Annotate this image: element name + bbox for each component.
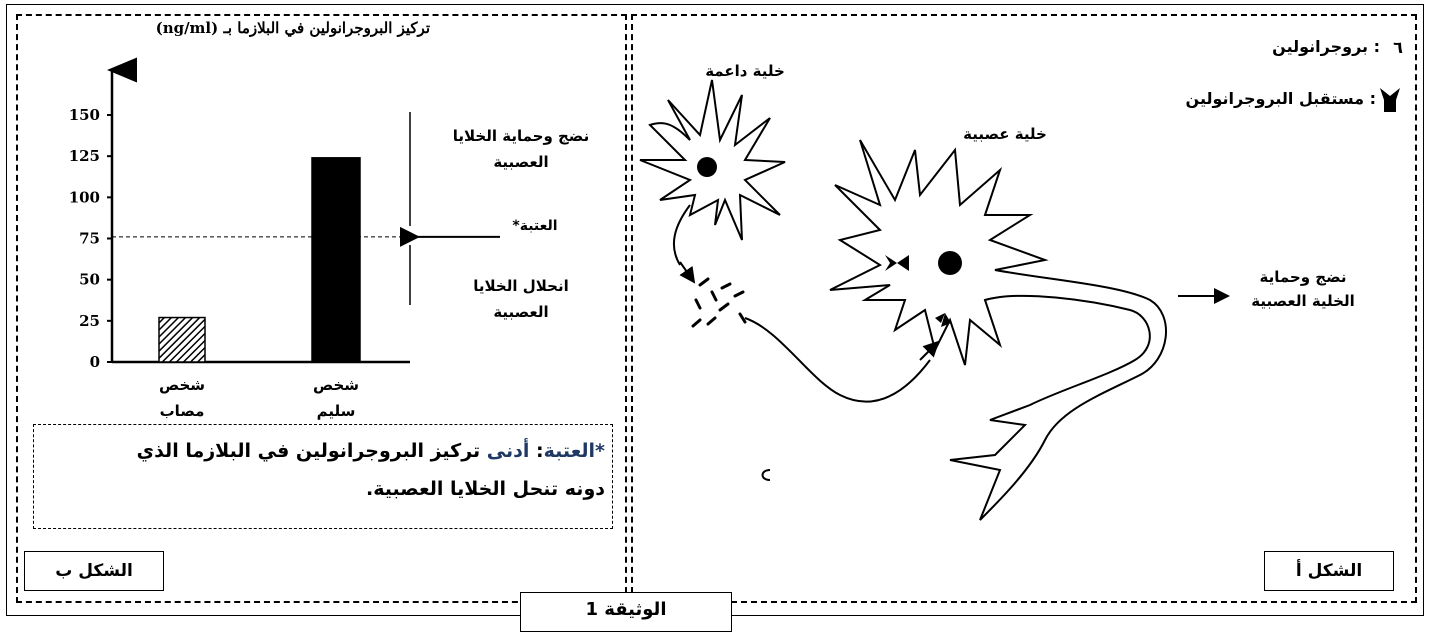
chart-title: تركيز البروجرانولين في البلازما بـ (ng/m… <box>155 19 430 37</box>
degeneration-annotation-line2: العصبية <box>493 303 549 321</box>
threshold-annotation: العتبة* <box>512 218 558 234</box>
y-tick-label: 125 <box>69 147 100 165</box>
y-tick-label: 25 <box>79 312 100 330</box>
receptor-icons <box>885 255 951 327</box>
legend-proneurotrophin: : بروجرانولين <box>1272 37 1380 56</box>
binding-arrow <box>919 340 940 361</box>
y-tick-label: 0 <box>90 353 100 371</box>
maturation-annotation-line2: العصبية <box>493 153 549 171</box>
threshold-adna: أدنى <box>486 440 530 462</box>
glial-cell-label: خلية داعمة <box>705 62 785 80</box>
figure-b-panel <box>16 14 627 603</box>
receptor-legend-icon <box>1380 88 1400 112</box>
figure-b-label: الشكل ب <box>24 551 164 591</box>
category-label: شخص <box>313 376 359 394</box>
threshold-term: *العتبة <box>543 440 605 462</box>
neuron <box>744 139 1167 521</box>
outcome-line1: نضج وحماية <box>1259 268 1347 286</box>
y-tick-label: 75 <box>79 230 100 248</box>
legend-receptor: : مستقبل البروجرانولين <box>1185 89 1376 108</box>
maturation-annotation-line1: نضج وحماية الخلايا <box>452 127 590 145</box>
category-label: شخص <box>159 376 205 394</box>
threshold-definition-rest: تركيز البروجرانولين في البلازما الذي <box>136 440 481 462</box>
category-label: سليم <box>317 402 356 420</box>
document-tab: الوثيقة 1 <box>520 592 732 632</box>
secreted-granules <box>691 277 747 328</box>
threshold-definition-line1: *العتبة: أدنى تركيز البروجرانولين في الب… <box>40 440 605 462</box>
legend-proneurotrophin-symbol: ٦ <box>1393 38 1403 57</box>
category-label: مصاب <box>160 402 205 420</box>
threshold-definition-line2: دونه تنحل الخلايا العصبية. <box>366 478 605 500</box>
bar <box>311 157 361 363</box>
figure-a-panel <box>631 14 1417 603</box>
neuron-label: خلية عصبية <box>963 125 1047 143</box>
figure-a-label: الشكل أ <box>1264 551 1394 591</box>
secretion-arrow <box>679 261 696 284</box>
y-tick-label: 50 <box>79 271 100 289</box>
outcome-line2: الخلية العصبية <box>1251 292 1355 310</box>
glial-cell <box>639 79 786 266</box>
y-tick-label: 100 <box>69 188 100 206</box>
degeneration-annotation-line1: انحلال الخلايا <box>473 277 569 295</box>
neuron-nucleus <box>938 251 962 275</box>
threshold-definition-box <box>33 424 613 529</box>
glial-cell-nucleus <box>697 157 717 177</box>
bar <box>158 316 206 363</box>
y-tick-label: 150 <box>69 106 100 124</box>
threshold-colon: : <box>536 440 544 462</box>
